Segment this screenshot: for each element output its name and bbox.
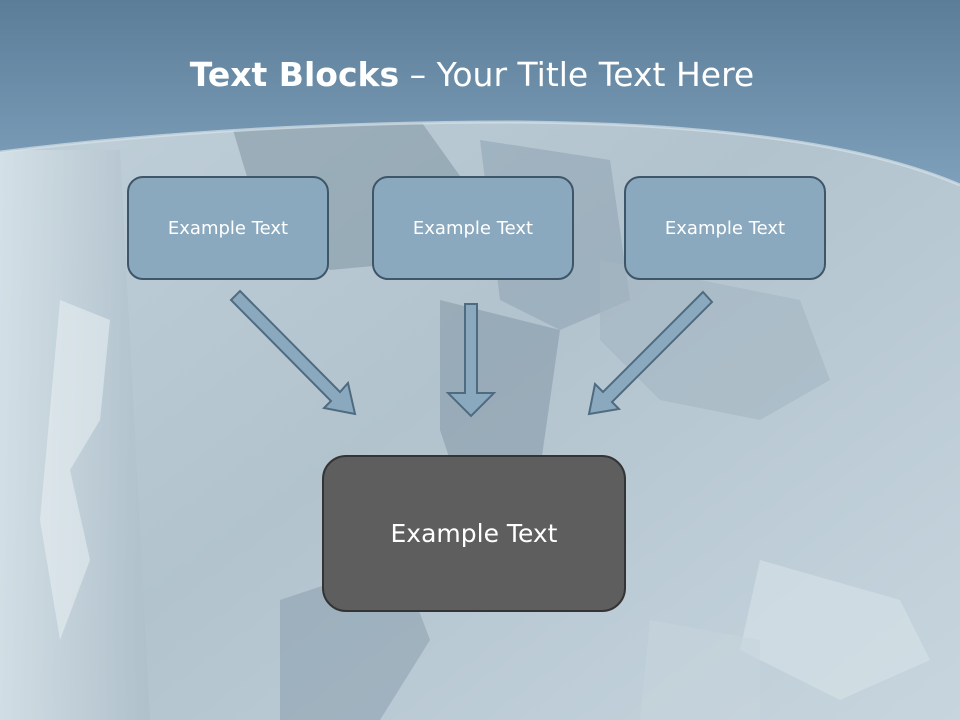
arrow-middle: [445, 303, 497, 418]
title-rest: Your Title Text Here: [436, 55, 755, 94]
arrow-right: [587, 290, 714, 416]
arrow-left: [229, 289, 357, 416]
result-block[interactable]: Example Text: [322, 455, 626, 612]
title-dash: –: [399, 55, 437, 94]
text-block-1[interactable]: Example Text: [127, 176, 329, 280]
slide-title: Text Blocks – Your Title Text Here: [0, 52, 944, 98]
text-block-3[interactable]: Example Text: [624, 176, 826, 280]
text-block-2[interactable]: Example Text: [372, 176, 574, 280]
title-bold: Text Blocks: [189, 55, 400, 94]
header-band: [0, 0, 960, 187]
